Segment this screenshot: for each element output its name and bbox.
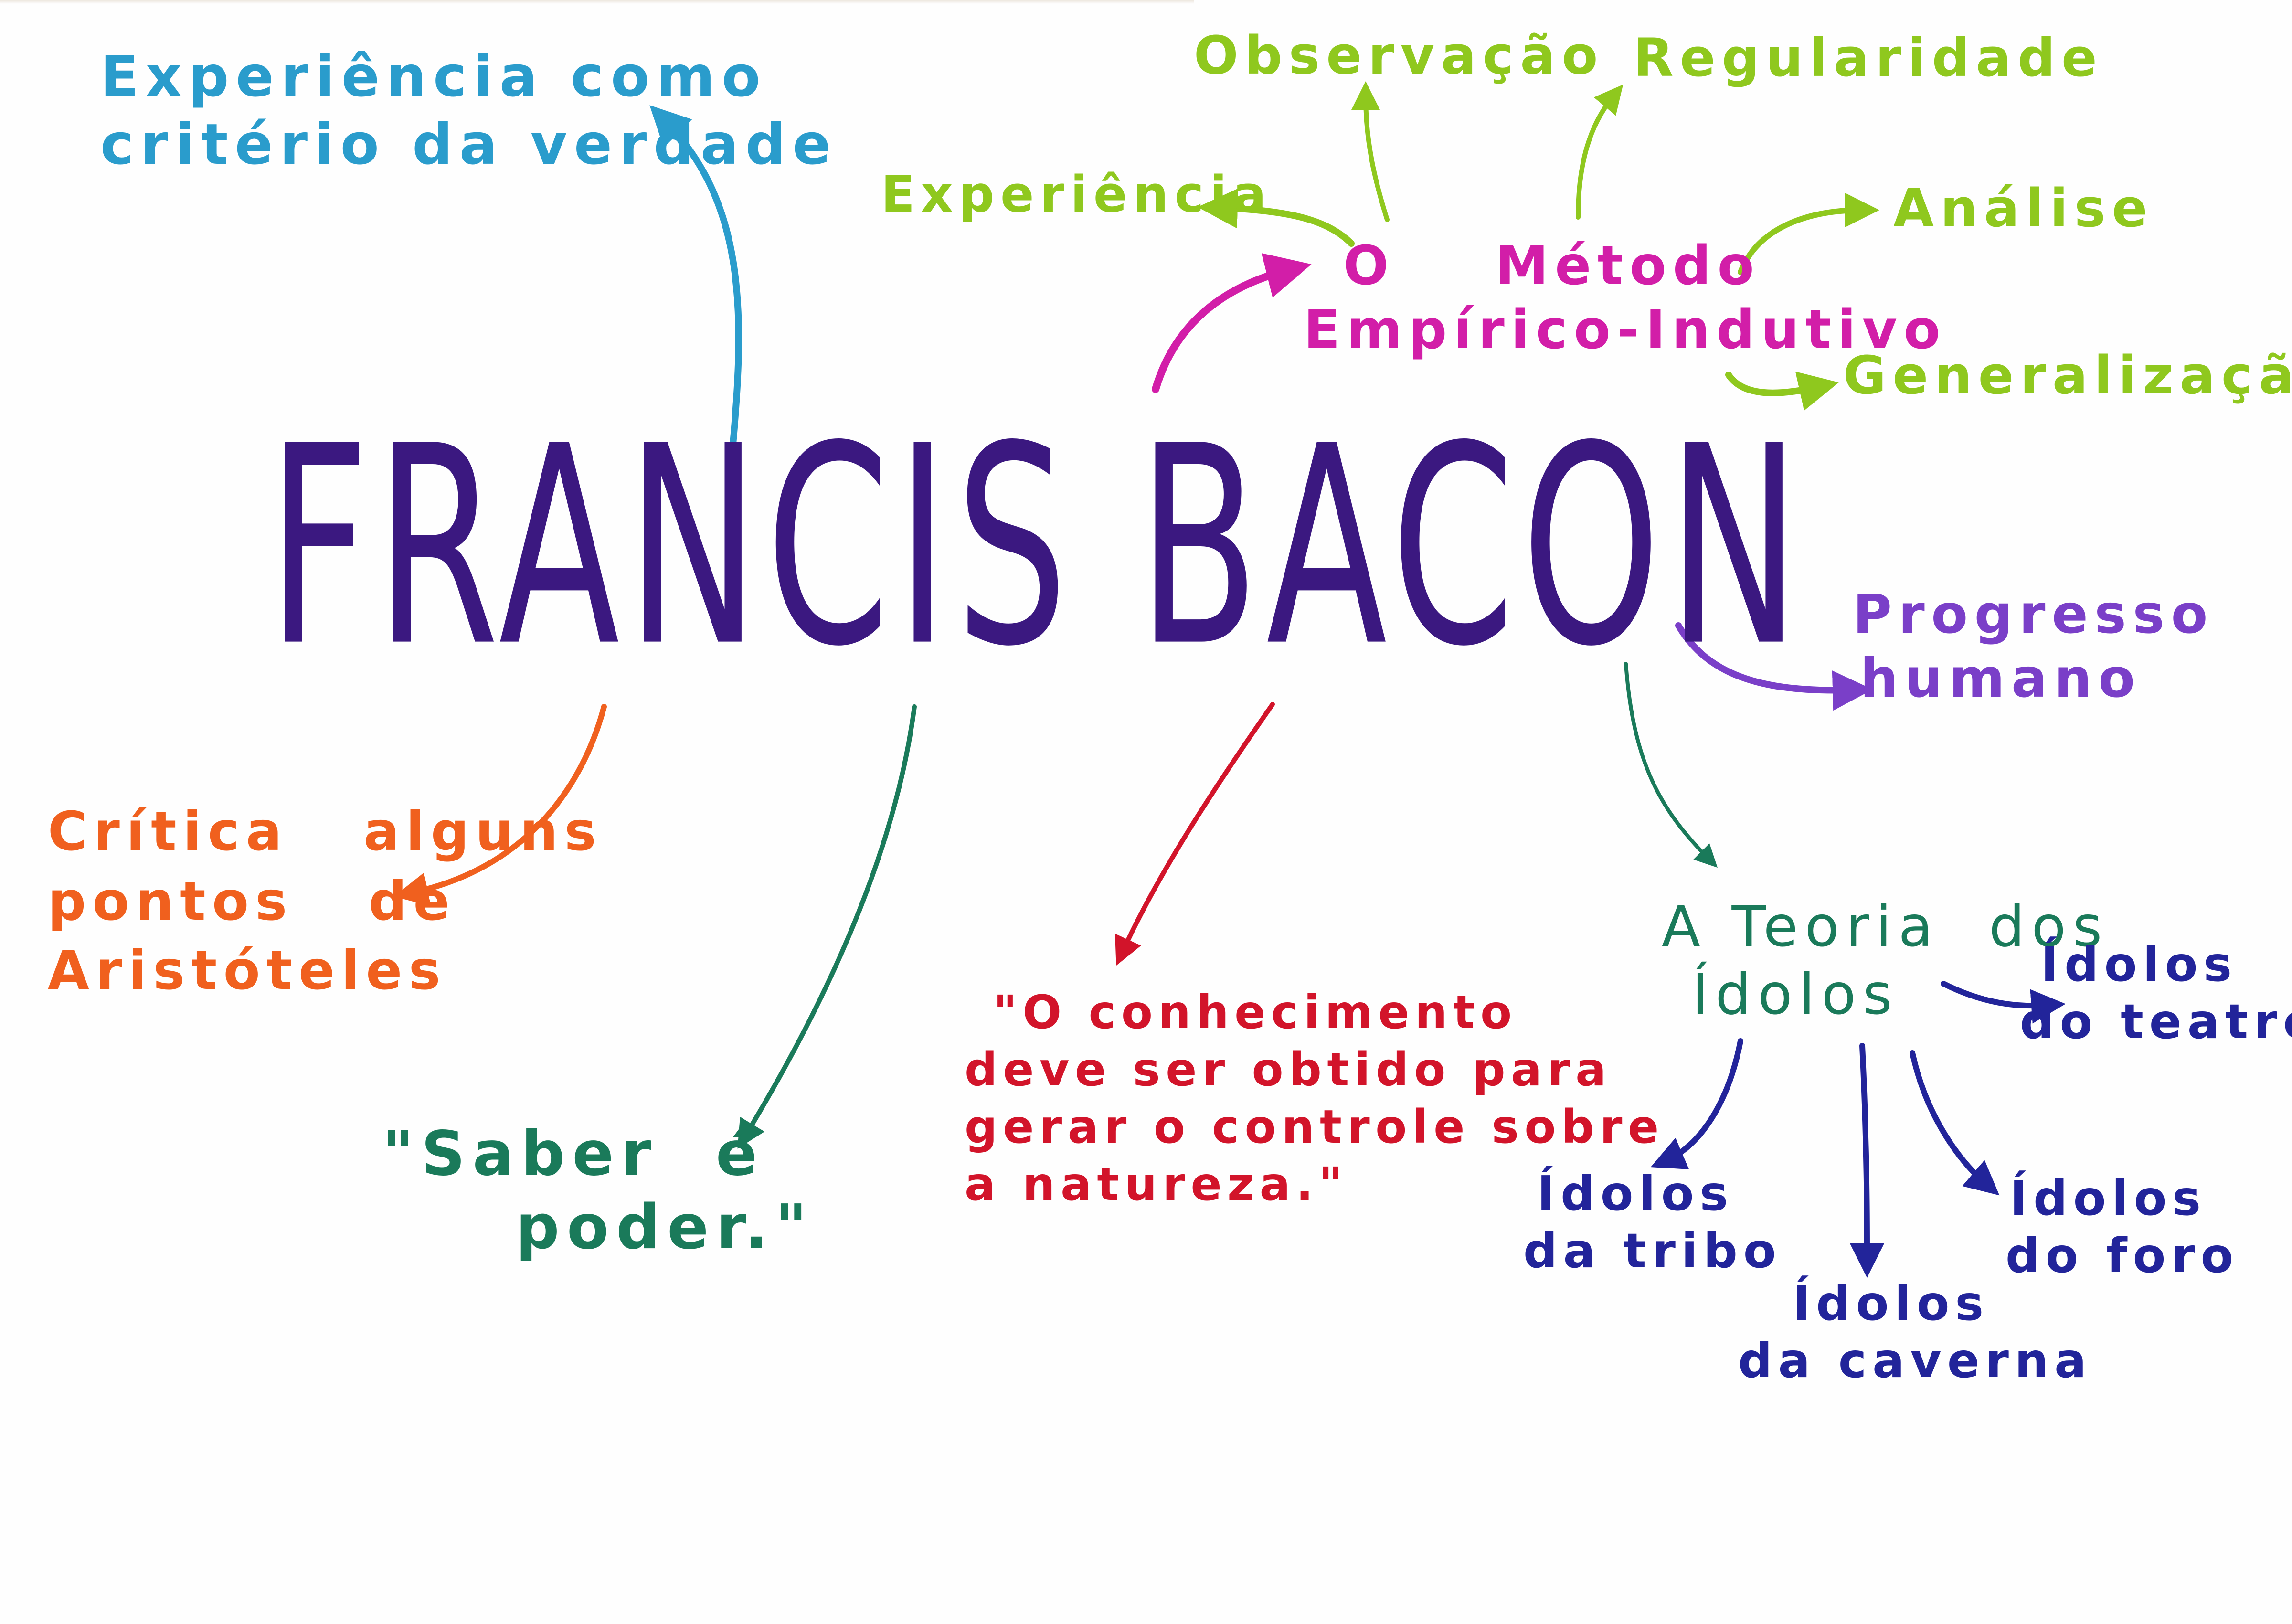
- arrow-to-progresso: [1675, 622, 1873, 711]
- arrow-to-idolos-teatro: [1941, 981, 2066, 1024]
- paper-edge: [0, 0, 1194, 4]
- node-metodo-line-2: Empírico-Indutivo: [1304, 299, 1947, 361]
- central-title: FRANCIS BACON: [267, 411, 1807, 685]
- node-metodo: O Método Empírico-Indutivo: [1304, 234, 1947, 362]
- node-teoria-line-2: Ídolos: [1692, 961, 1899, 1027]
- arrow-to-idolos-tribo: [1650, 1038, 1743, 1169]
- arrow-to-experiencia: [1198, 188, 1355, 247]
- node-conhecimento-line-2: deve ser obtido para: [965, 1043, 1612, 1096]
- node-idolos-tribo: Ídolos da tribo: [1523, 1165, 1782, 1280]
- node-observacao-text: Observação: [1194, 25, 1604, 86]
- node-experiencia-criterio-line-2: critério da verdade: [100, 111, 838, 177]
- node-critica-line-1: Crítica alguns: [48, 801, 603, 863]
- arrow-to-metodo: [1152, 253, 1312, 393]
- node-conhecimento: "O conhecimento deve ser obtido para ger…: [965, 984, 1665, 1213]
- node-teoria-line-1: A Teoria dos: [1662, 893, 2109, 959]
- node-progresso-line-2: humano: [1860, 647, 2142, 710]
- node-analise-text: Análise: [1893, 178, 2154, 239]
- node-analise: Análise: [1893, 177, 2154, 240]
- arrow-to-analise: [1738, 193, 1879, 275]
- arrow-to-regularidade: [1576, 84, 1624, 220]
- node-progresso-line-1: Progresso: [1853, 584, 2214, 646]
- arrow-to-saber: [737, 704, 917, 1149]
- arrow-to-conhecimento: [1115, 702, 1275, 966]
- arrow-to-idolos-foro: [1910, 1050, 2000, 1196]
- node-saber-line-1: "Saber é: [382, 1118, 764, 1189]
- node-idolos-caverna-line-2: da caverna: [1738, 1333, 2092, 1389]
- node-experiencia-text: Experiência: [881, 165, 1273, 223]
- node-conhecimento-line-4: a natureza.": [965, 1157, 1348, 1211]
- arrow-to-idolos-caverna: [1849, 1043, 1884, 1278]
- arrow-to-experiencia-criterio: [649, 105, 742, 447]
- node-critica-line-2: pontos de: [48, 870, 456, 933]
- node-idolos-teatro-line-1: Ídolos: [2041, 936, 2238, 992]
- node-metodo-line-1: O Método: [1343, 235, 1761, 297]
- central-title-text: FRANCIS BACON: [267, 388, 1807, 707]
- node-idolos-teatro: Ídolos do teatro: [2020, 936, 2292, 1051]
- node-idolos-teatro-line-2: do teatro: [2020, 994, 2292, 1050]
- node-progresso: Progresso humano: [1853, 583, 2214, 711]
- node-idolos-foro: Ídolos do foro: [2006, 1170, 2239, 1284]
- node-generalizacao: Generalização: [1843, 344, 2292, 407]
- node-idolos-caverna: Ídolos da caverna: [1738, 1275, 2092, 1390]
- node-critica: Crítica alguns pontos de Aristóteles: [48, 797, 603, 1006]
- node-idolos-foro-line-1: Ídolos: [2010, 1170, 2207, 1226]
- arrow-to-generalizacao: [1725, 372, 1839, 411]
- arrow-to-teoria: [1624, 662, 1718, 868]
- node-generalizacao-text: Generalização: [1843, 345, 2292, 406]
- node-saber-line-2: poder.": [516, 1191, 815, 1263]
- node-critica-line-3: Aristóteles: [48, 940, 447, 1002]
- node-conhecimento-line-1: "O conhecimento: [993, 986, 1517, 1039]
- node-idolos-tribo-line-2: da tribo: [1523, 1223, 1782, 1279]
- node-conhecimento-line-3: gerar o controle sobre: [965, 1100, 1665, 1154]
- node-regularidade-text: Regularidade: [1633, 27, 2103, 88]
- node-saber: "Saber é poder.": [382, 1117, 815, 1264]
- node-idolos-foro-line-2: do foro: [2006, 1228, 2239, 1284]
- node-experiencia: Experiência: [881, 165, 1272, 224]
- node-regularidade: Regularidade: [1633, 26, 2103, 89]
- node-experiencia-criterio: Experiência como critério da verdade: [100, 43, 838, 178]
- arrow-to-critica: [393, 704, 607, 906]
- node-idolos-caverna-line-1: Ídolos: [1793, 1275, 1989, 1331]
- node-observacao: Observação: [1194, 24, 1604, 87]
- arrow-to-observacao: [1351, 81, 1390, 222]
- node-idolos-tribo-line-1: Ídolos: [1537, 1166, 1734, 1221]
- node-experiencia-criterio-line-1: Experiência como: [100, 43, 767, 109]
- node-teoria: A Teoria dos Ídolos: [1662, 893, 2109, 1028]
